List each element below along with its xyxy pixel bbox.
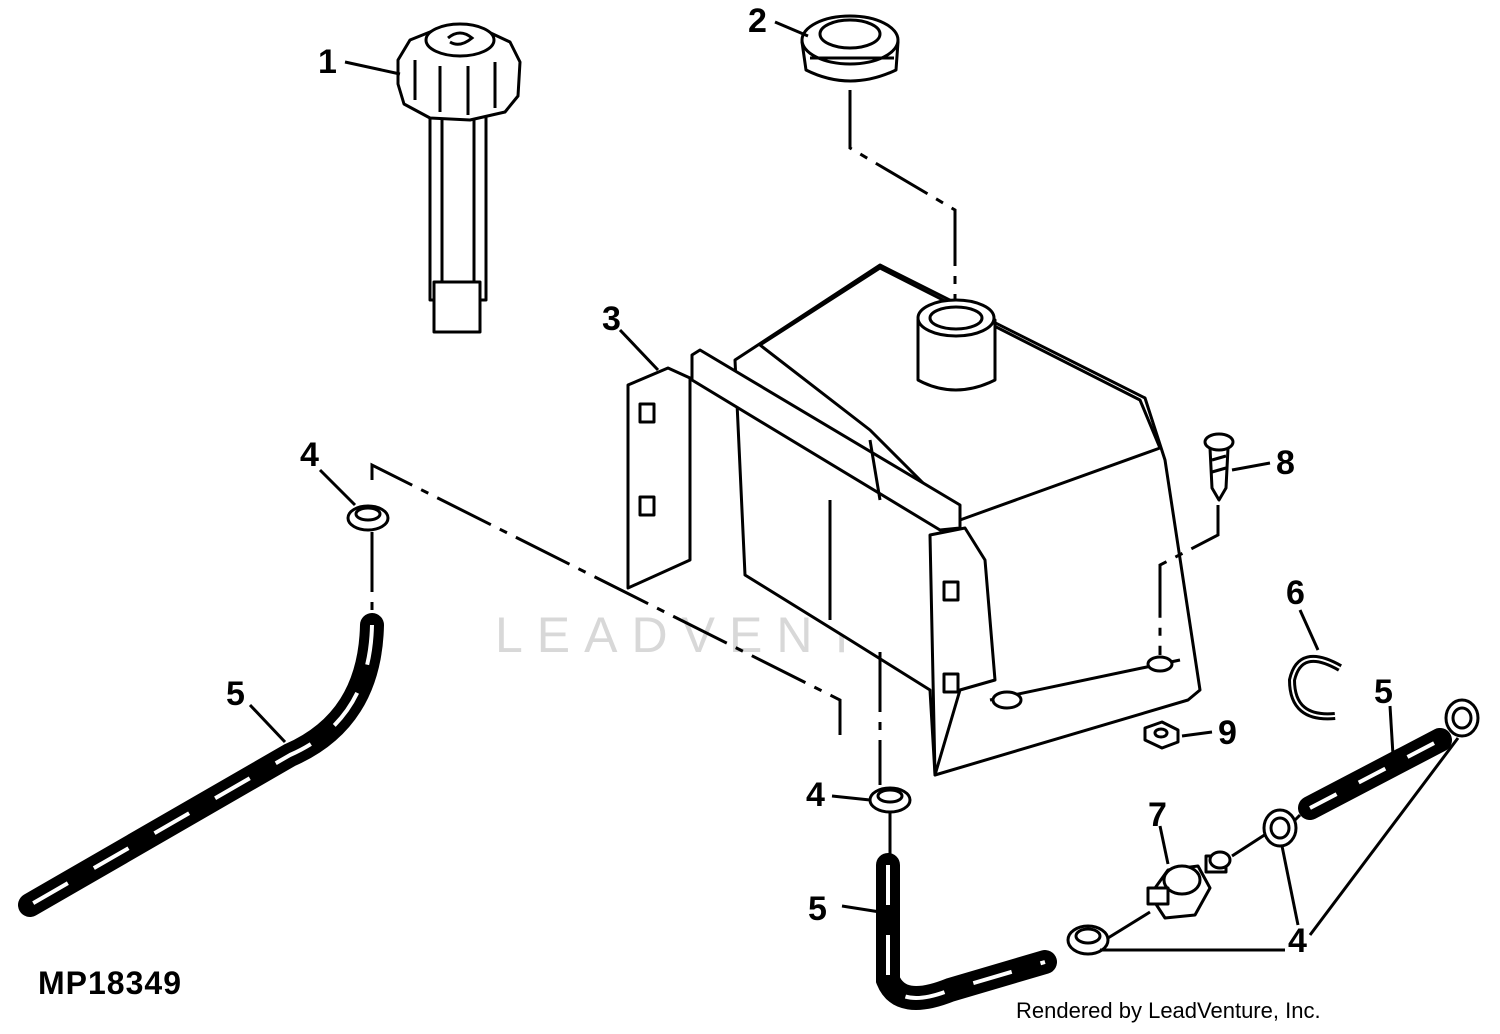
callout-4-lower: 4	[806, 776, 825, 814]
callout-4-upper-left: 4	[300, 436, 319, 474]
render-credit: Rendered by LeadVenture, Inc.	[1016, 998, 1321, 1023]
callout-5-bottom: 5	[808, 890, 827, 928]
part-nut	[1143, 720, 1180, 750]
part-screw	[1203, 432, 1235, 502]
part-fuel-tank	[626, 263, 1202, 777]
part-shutoff-valve	[1146, 850, 1232, 920]
callout-2: 2	[748, 2, 767, 40]
callout-6: 6	[1286, 574, 1305, 612]
callout-9: 9	[1218, 714, 1237, 752]
part-fuel-hoses	[18, 613, 1452, 1010]
assembly-lines	[370, 90, 1302, 940]
callout-1: 1	[318, 43, 337, 81]
callout-labels: 1 2 3 4 4 4 5 5 5 6 7 8 9	[226, 2, 1393, 960]
callout-4-right: 4	[1288, 922, 1307, 960]
part-tank-cap	[800, 14, 900, 83]
callout-8: 8	[1276, 444, 1295, 482]
callout-3: 3	[602, 300, 621, 338]
diagram-code: MP18349	[38, 965, 182, 1001]
callout-7: 7	[1148, 796, 1167, 834]
callout-leaders	[248, 20, 1460, 952]
callout-5-right: 5	[1374, 673, 1393, 711]
callout-5-left: 5	[226, 675, 245, 713]
part-retaining-ring	[1287, 655, 1342, 721]
part-fuel-gauge	[396, 22, 522, 334]
